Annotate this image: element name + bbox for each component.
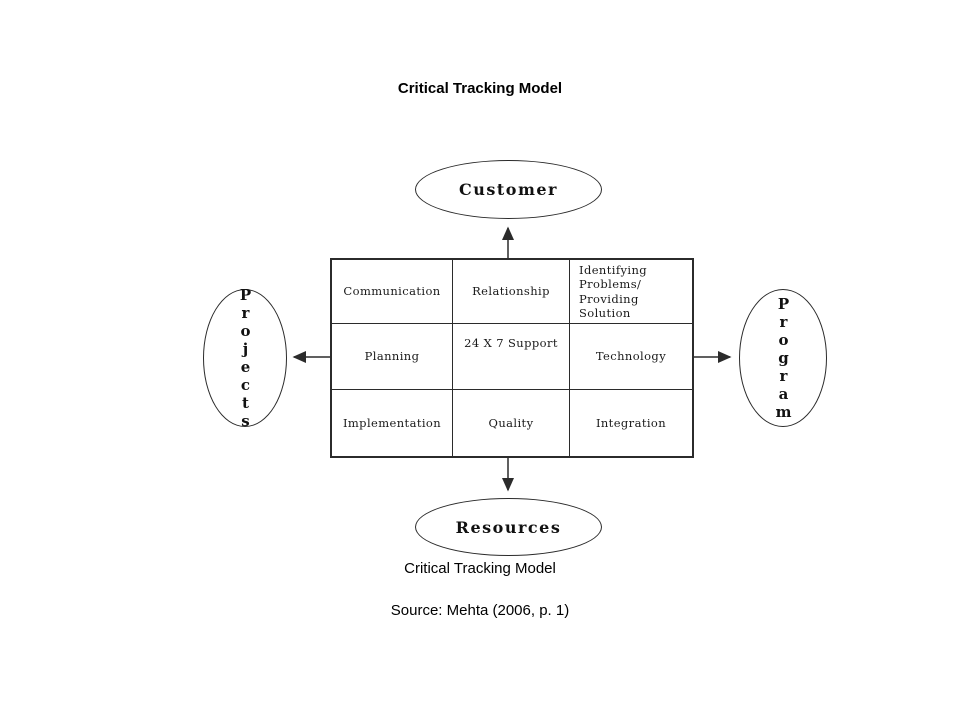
model-grid: Communication Relationship Identifying P… <box>330 258 694 458</box>
program-node-label: Program <box>774 295 793 421</box>
grid-cell-communication: Communication <box>332 260 453 324</box>
projects-node-label: Projects <box>236 286 255 430</box>
grid-cell-planning: Planning <box>332 324 453 390</box>
grid-cell-integration: Integration <box>595 415 667 430</box>
grid-cell-relationship: Relationship <box>453 260 570 324</box>
grid-cell-quality: Quality <box>453 390 570 456</box>
resources-node-label: Resources <box>455 517 562 537</box>
grid-cell-identifying-problems: Identifying Problems/ Providing Solution <box>570 260 692 324</box>
grid-cell-technology: Technology <box>570 324 692 390</box>
customer-node: Customer <box>415 160 602 219</box>
projects-node: Projects <box>203 286 287 430</box>
resources-node: Resources <box>415 498 602 556</box>
grid-cell-implementation: Implementation <box>332 390 453 456</box>
grid-cell-24x7-support: 24 X 7 Support <box>453 324 570 390</box>
page-title: Critical Tracking Model <box>397 80 563 97</box>
program-node: Program <box>739 289 827 427</box>
source-citation: Source: Mehta (2006, p. 1) <box>390 602 570 619</box>
customer-node-label: Customer <box>459 180 558 199</box>
figure-caption: Critical Tracking Model <box>404 560 556 577</box>
